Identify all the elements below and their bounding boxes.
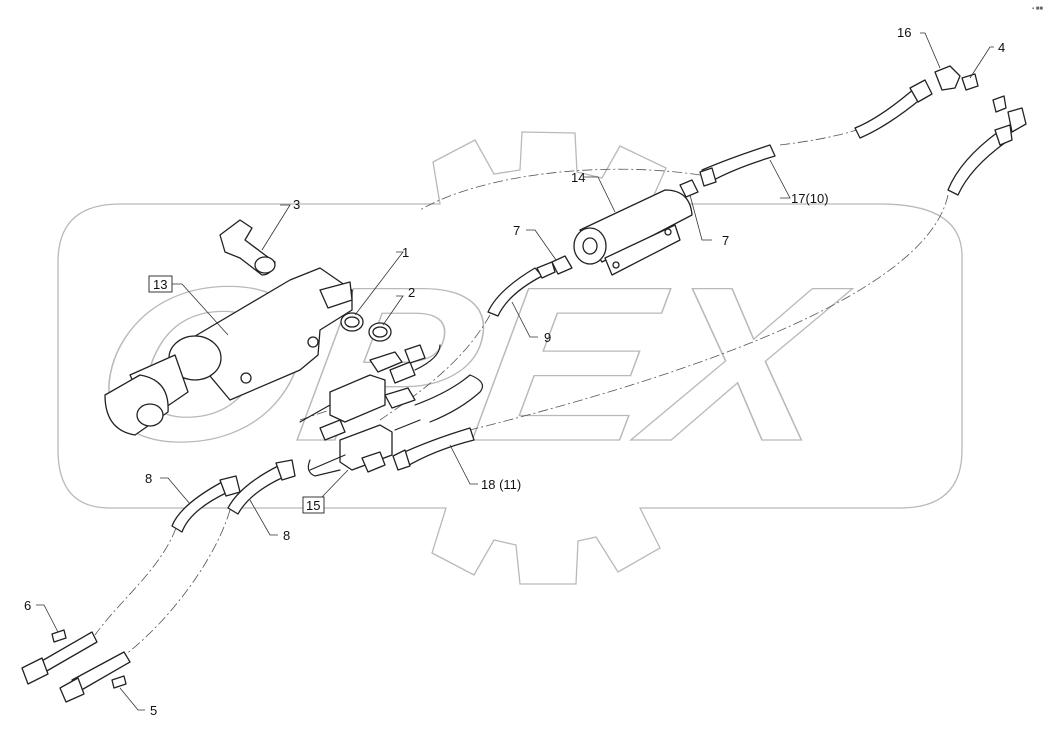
callout-3: 3 xyxy=(293,197,300,212)
connection-lines xyxy=(94,129,949,656)
callout-14: 14 xyxy=(571,170,585,185)
callout-4: 4 xyxy=(998,40,1005,55)
callout-18-11: 18 (11) xyxy=(481,477,521,492)
leader-lines xyxy=(36,32,994,711)
watermark-gear-outline xyxy=(57,131,963,585)
o-rings xyxy=(340,312,392,342)
callout-box-15 xyxy=(302,496,325,514)
callout-6: 6 xyxy=(24,598,31,613)
callout-8-right: 8 xyxy=(283,528,290,543)
accumulator xyxy=(573,189,693,276)
callout-7-left: 7 xyxy=(513,223,520,238)
hoses xyxy=(21,79,1013,703)
cylinder-pin xyxy=(219,219,276,276)
fittings xyxy=(551,179,699,275)
elbows-and-adapters xyxy=(934,65,1027,133)
callout-7-right: 7 xyxy=(722,233,729,248)
corner-mark: ▪︎ ■■ xyxy=(1032,6,1043,12)
callout-5: 5 xyxy=(150,703,157,718)
callout-15: 15 xyxy=(306,498,320,513)
callout-8-left: 8 xyxy=(145,471,152,486)
callout-17-10: 17(10) xyxy=(791,191,829,206)
callout-9: 9 xyxy=(544,330,551,345)
callout-box-13 xyxy=(148,275,173,293)
valve-block-assembly xyxy=(299,344,483,477)
callout-labels: 1 2 3 4 5 6 7 7 8 8 9 13 14 15 16 17(10)… xyxy=(24,25,1005,718)
callout-2: 2 xyxy=(408,285,415,300)
hydraulic-cylinder xyxy=(104,267,353,436)
hose-clamps xyxy=(51,629,127,689)
callout-1: 1 xyxy=(402,245,409,260)
callout-13: 13 xyxy=(153,277,167,292)
callout-16: 16 xyxy=(897,25,911,40)
